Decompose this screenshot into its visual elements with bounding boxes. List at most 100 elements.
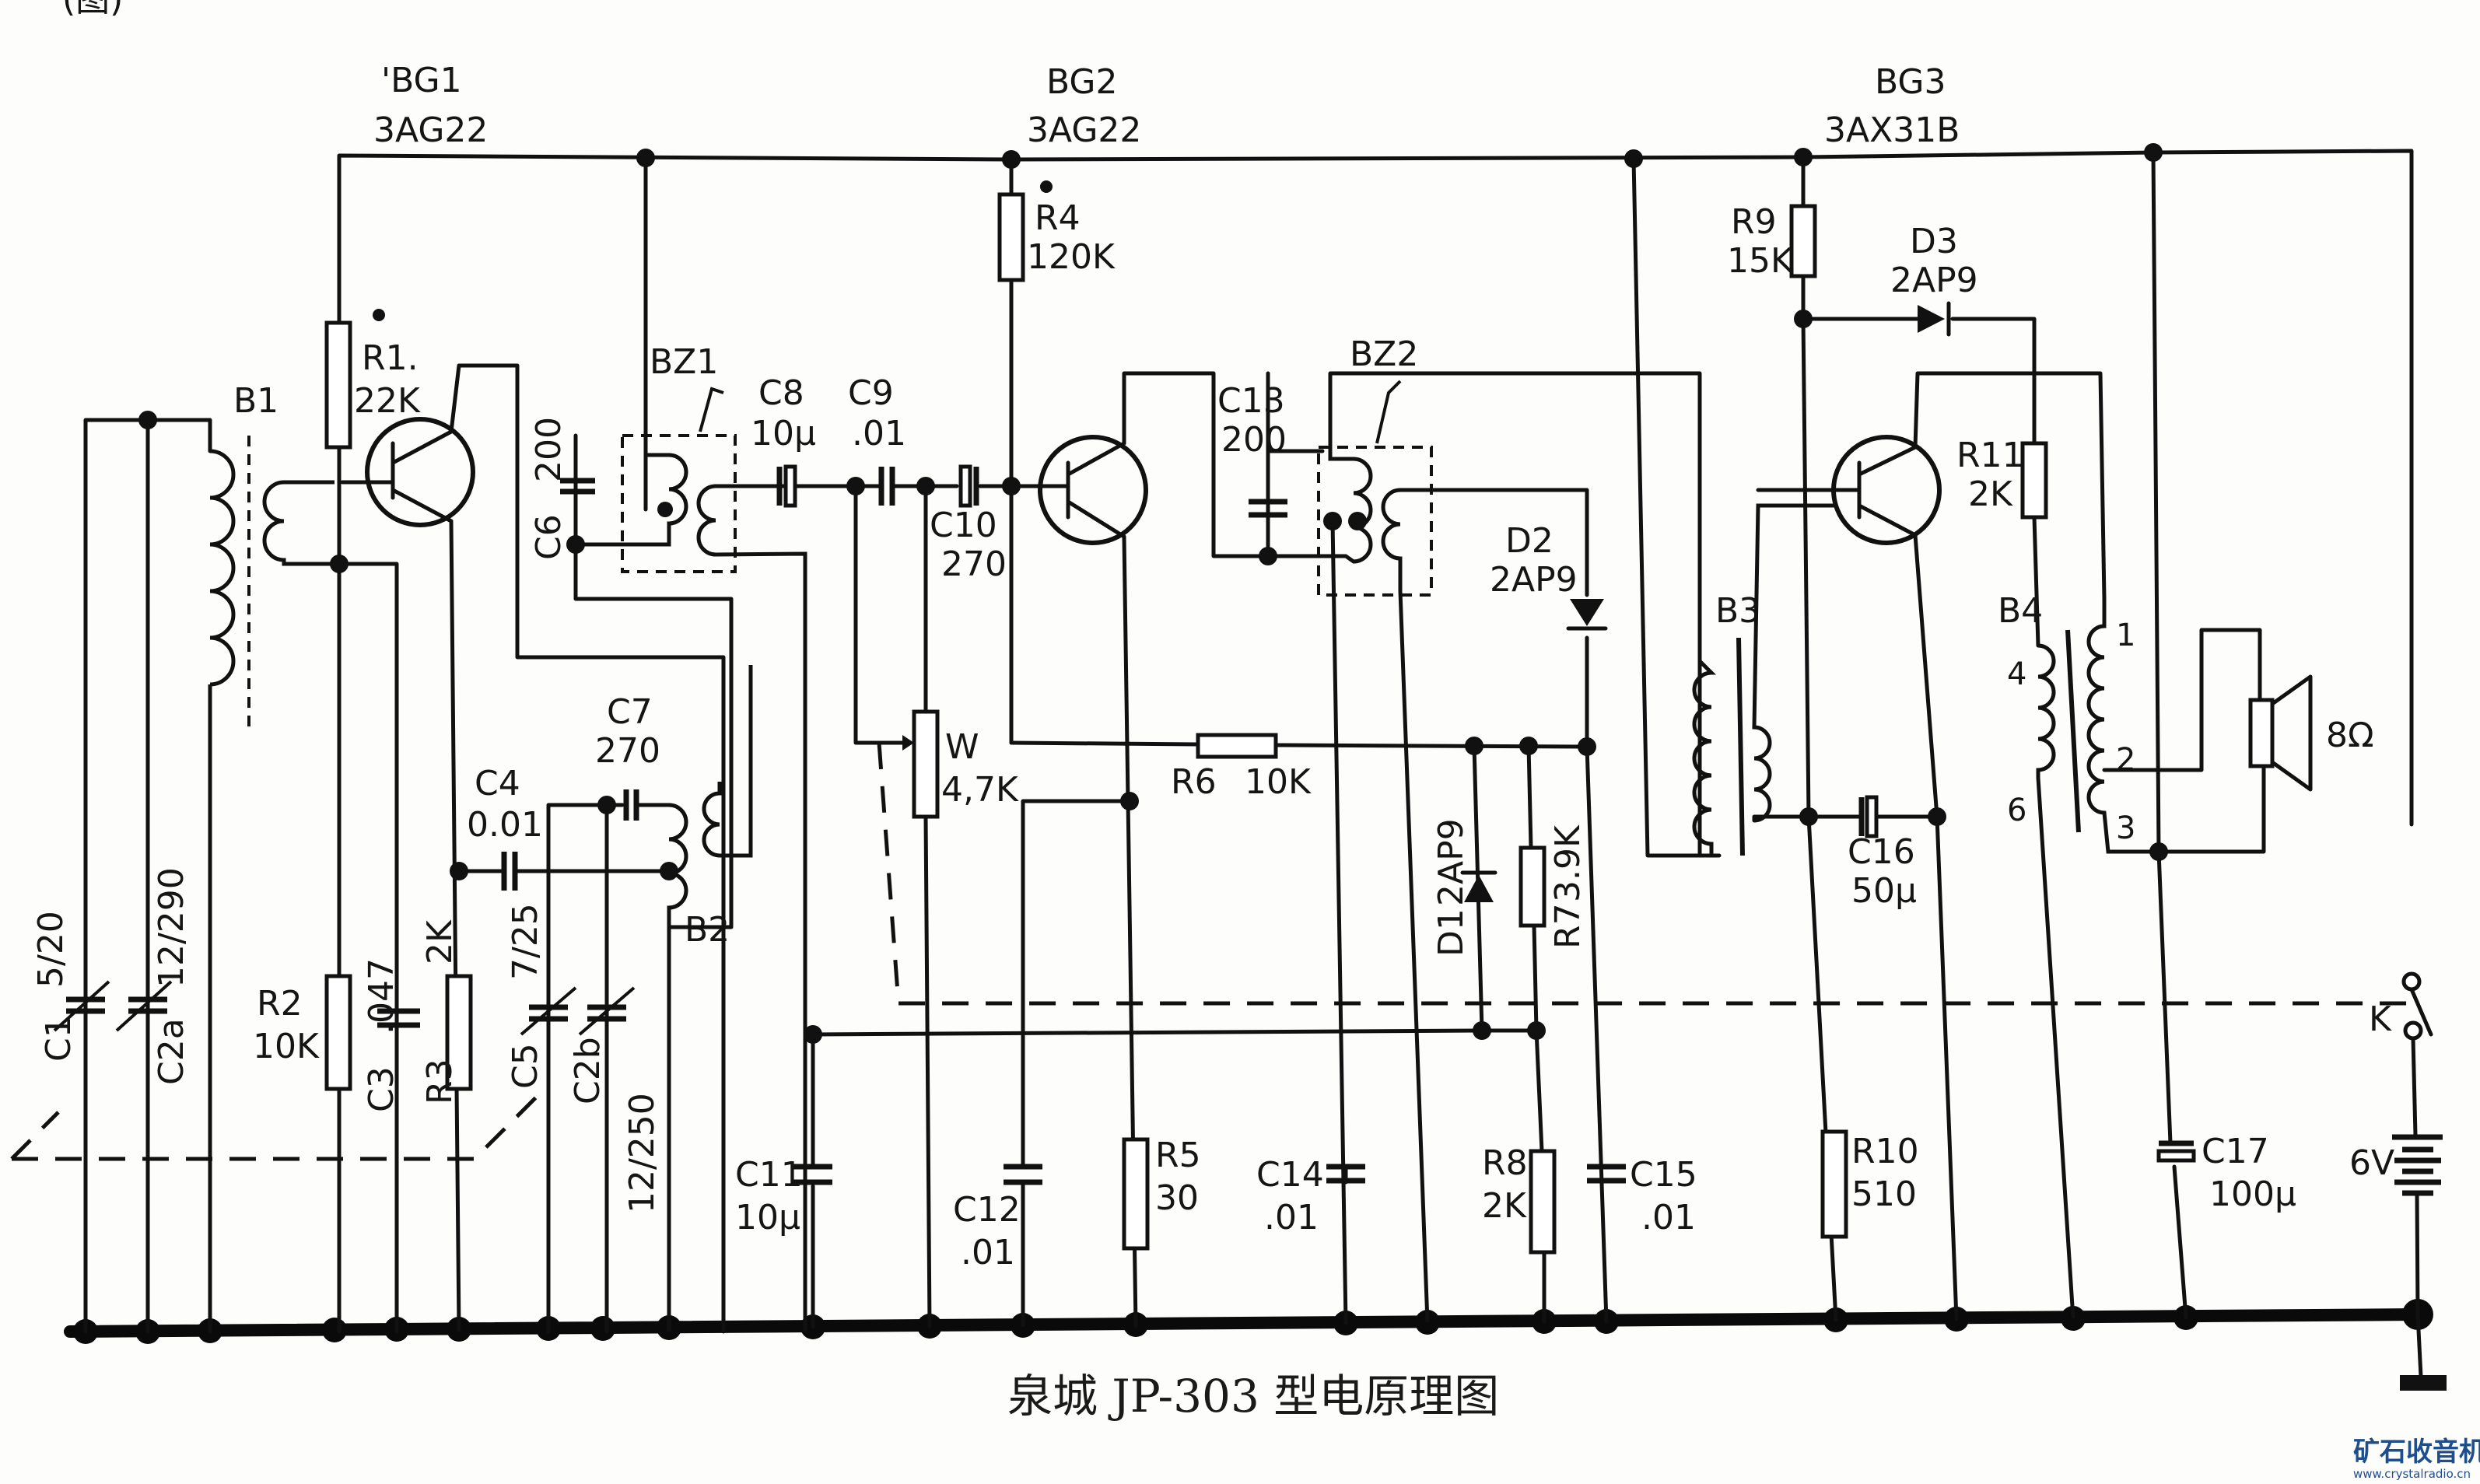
b4-pin-4: 4 [2007, 656, 2026, 692]
label-bg3-ref: BG3 [1875, 62, 1946, 102]
label-c3-value: .047 [362, 958, 401, 1034]
label-b4: B4 [1998, 591, 2043, 631]
label-d1-ref: D1 [1431, 908, 1471, 957]
label-c1-value: 5/20 [31, 911, 71, 988]
bz2-tuning-slug-icon [1375, 380, 1402, 444]
label-c5-value: 7/25 [506, 903, 545, 980]
label-speaker-impedance: 8Ω [2326, 716, 2374, 755]
label-c2b-value: 12/250 [622, 1093, 662, 1213]
capacitor-c3 [377, 1008, 420, 1028]
label-c7-value: 270 [595, 731, 660, 771]
label-r7-value: 3.9K [1548, 824, 1588, 902]
label-c7-ref: C7 [607, 692, 653, 732]
label-c9-value: 10μ [735, 1198, 800, 1237]
bz1-tuning-slug-icon [699, 387, 724, 432]
label-d2-ref: D2 [1505, 521, 1554, 561]
label-d3-type: 2AP9 [1890, 261, 1978, 300]
label-c17-ref: C17 [2202, 1132, 2269, 1171]
watermark-logo: 矿石收音机 [2353, 1437, 2480, 1468]
label-c4-ref: C4 [475, 764, 520, 803]
b4-pin-6: 6 [2007, 793, 2026, 828]
label-r3-ref: R3 [420, 1059, 460, 1104]
capacitor-c15 [1587, 1164, 1626, 1184]
label-c3-ref: C3 [362, 1066, 401, 1112]
label-bz2: BZ2 [1350, 334, 1418, 374]
label-r8-value: 2K [1482, 1186, 1527, 1226]
capacitor-c12 [1004, 1164, 1042, 1185]
label-switch-k: K [2369, 999, 2392, 1039]
label-r6-value: 10K [1245, 762, 1312, 802]
b4-primary-coil-icon [2036, 643, 2075, 1319]
label-c1-ref: C1 [39, 1016, 79, 1062]
label-r3-value: 2K [420, 919, 460, 964]
label-bz1: BZ1 [650, 342, 718, 382]
b3-secondary-coil-icon [1752, 503, 1836, 823]
b4-secondary-coil-icon [2086, 599, 2170, 854]
label-bg1-type: 3AG22 [373, 110, 488, 150]
label-c15-ref: C15 [1630, 1155, 1697, 1195]
label-b3: B3 [1715, 591, 1760, 631]
resistor-r6 [1196, 733, 1278, 759]
switch-k-contact [2401, 971, 2422, 992]
capacitor-c2a [115, 980, 173, 1032]
watermark-url[interactable]: www.crystalradio.cn [2353, 1467, 2471, 1481]
b4-pin-3: 3 [2116, 810, 2135, 846]
label-r11-ref: R11 [1956, 436, 2024, 475]
label-c12-value: .01 [961, 1233, 1015, 1272]
label-c6-ref: C6 [529, 514, 569, 560]
label-r10-value: 510 [1851, 1174, 1917, 1214]
label-c11-value: 270 [941, 544, 1007, 584]
switch-k-lever-icon[interactable] [2409, 987, 2433, 1037]
capacitor-c16-plate [1865, 795, 1879, 838]
b4-pin-2: 2 [2116, 742, 2135, 778]
capacitor-c6 [560, 478, 595, 495]
label-bg1-ref: 'BG1 [381, 61, 462, 100]
label-c6-value: 200 [529, 417, 569, 482]
label-r7-ref: R7 [1548, 903, 1588, 949]
capacitor-c2b [587, 1004, 626, 1022]
label-c10-value: .01 [852, 414, 906, 453]
label-d1-type: 2AP9 [1431, 818, 1471, 906]
transistor-bg2-icon [1038, 435, 1148, 545]
resistor-r2 [324, 974, 352, 1091]
label-c5-ref: C5 [506, 1043, 545, 1089]
diode-d3-icon [1918, 305, 1945, 333]
resistor-r7 [1518, 845, 1546, 928]
label-c8-value: 10μ [751, 414, 816, 453]
label-c15-value: .01 [1641, 1198, 1696, 1237]
label-bg2-type: 3AG22 [1027, 110, 1141, 150]
label-r2-ref: R2 [257, 984, 303, 1024]
resistor-r3 [445, 974, 473, 1091]
volume-switch-link [877, 742, 2412, 1006]
bz1-shield-icon [621, 434, 737, 573]
label-c9-ref: C11 [735, 1155, 803, 1195]
speaker-icon [2248, 674, 2313, 792]
label-bg3-type: 3AX31B [1824, 110, 1960, 150]
corner-fragment: (图) [62, 0, 123, 19]
label-c11-ref: C10 [930, 506, 997, 545]
label-c2b-ref: C2b [568, 1037, 608, 1104]
label-r4-value: 120K [1027, 237, 1116, 277]
battery-icon [2392, 1134, 2443, 1196]
resistor-r8 [1529, 1149, 1557, 1255]
label-r9-value: 15K [1727, 241, 1794, 281]
chassis-ground-icon [2400, 1375, 2447, 1391]
capacitor-c10 [878, 467, 895, 506]
capacitor-c7 [623, 789, 639, 821]
diode-d2-icon [1570, 599, 1604, 626]
label-r1-ref: R1. [362, 338, 419, 378]
capacitor-c8-plate [783, 464, 797, 508]
label-d3-ref: D3 [1910, 222, 1958, 261]
wiper-arrow-icon [902, 735, 914, 751]
diode-d1-icon [1464, 875, 1494, 902]
resistor-r1 [324, 320, 352, 450]
resistor-r9 [1789, 204, 1817, 278]
label-r8-ref: R8 [1482, 1143, 1528, 1183]
label-c13-value: 200 [1221, 420, 1287, 460]
b1-secondary-coil-icon [262, 480, 335, 566]
label-r2-value: 10K [253, 1027, 320, 1066]
b3-core-icon [1736, 637, 1745, 856]
capacitor-c4 [501, 852, 518, 891]
